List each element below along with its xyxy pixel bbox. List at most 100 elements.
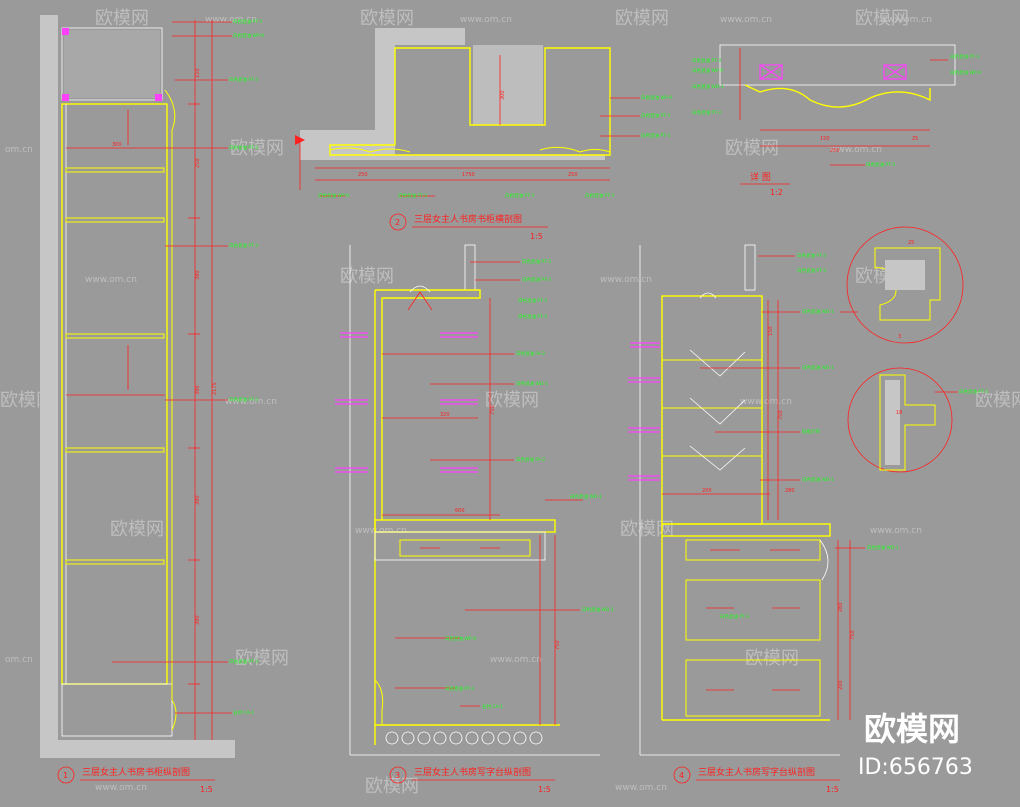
drawing-title: 三层女主人书房写字台纵剖图 — [698, 766, 815, 778]
block-hatch — [883, 64, 907, 80]
note-label: 白色混油 PT-3 — [866, 161, 895, 168]
light-ray — [407, 291, 421, 311]
watermark-site: www.om.cn — [205, 15, 257, 25]
drawing-title: 三层女主人书房写字台纵剖图 — [414, 766, 531, 778]
drawer-front — [685, 659, 821, 717]
drawing-title: 三层女主人书房书柜纵剖图 — [82, 766, 190, 778]
side-moulding — [164, 89, 177, 731]
drawing-number-circle — [57, 766, 75, 784]
shelf-markers — [335, 332, 478, 473]
block-hatch — [759, 64, 783, 80]
note-label: 白色混油 WP-9 — [318, 192, 349, 199]
watermark-site: www.om.cn — [460, 15, 512, 25]
shelf — [65, 333, 165, 339]
note-label: 白色混油 PT-3 — [585, 192, 614, 199]
note-label: 白色混油 PT-3 — [522, 258, 551, 265]
moulding-profile — [874, 247, 941, 321]
note-label: 石材 CA-1 — [233, 709, 254, 716]
watermark-brand: 欧模网 — [365, 776, 419, 797]
upper-shelf-unit — [661, 295, 763, 525]
pebble-floor — [385, 731, 543, 745]
light-fixture — [699, 292, 717, 299]
dim-label: 300 — [500, 90, 506, 100]
watermark-site: www.om.cn — [720, 15, 772, 25]
note-label: 石材 CA-1 — [482, 703, 503, 710]
dim-label: 600 — [455, 508, 465, 514]
shelf-markers — [628, 342, 660, 481]
drawing-3-desk-vertical-section: 750 750 320 600 白色混油 PT-3 白色混油 PT-3 白色混油… — [335, 244, 614, 794]
note-label: 白色混油 WD-1 — [570, 493, 602, 500]
watermark-site: om.cn — [5, 655, 33, 665]
drawing-1-bookcase-vertical-section: 150 250 390 390 2175 390 390 300 白色混油 PT… — [40, 15, 264, 794]
drawing-title-3: 3 三层女主人书房写字台纵剖图 1:5 — [389, 766, 555, 794]
book-outline — [689, 445, 746, 471]
watermark-brand: 欧模网 — [975, 390, 1020, 411]
note-label: 白色混油 WP-9 — [233, 32, 264, 39]
drawing-number: 2 — [395, 218, 400, 227]
pebble — [465, 731, 479, 745]
circle-detail-lower: 18 白色混油 PT-3 — [847, 367, 988, 473]
detail-circle — [847, 367, 953, 473]
wood-block — [759, 64, 783, 80]
drawer-front — [399, 539, 531, 557]
note-label: 白色混油 PT-3 — [229, 144, 258, 151]
watermark-site: www.om.cn — [830, 145, 882, 155]
detail-circle — [846, 226, 964, 344]
dim-label: 2175 — [212, 382, 218, 395]
annotation-notes-3: 白色混油 PT-3 白色混油 PT-3 白色混油 PT-3 白色混油 PT-3 … — [382, 258, 614, 710]
dim-label: 250 — [568, 172, 578, 178]
watermark-site: www.om.cn — [225, 397, 277, 407]
note-label: 白色混油 PT-3 — [959, 388, 988, 395]
note-label: 白色混油 WD-1 — [802, 476, 834, 483]
watermark-site: www.om.cn — [615, 783, 667, 793]
watermark-site: om.cn — [5, 145, 33, 155]
dim-label: 18 — [896, 410, 902, 416]
watermark-brand: 欧模网 — [615, 8, 669, 29]
id-badge-brand: 欧模网 — [864, 710, 960, 748]
detail-scale: 1:2 — [770, 188, 783, 197]
column — [473, 45, 543, 125]
shelf — [65, 167, 165, 173]
drawing-number: 4 — [679, 771, 684, 780]
drawing-scale: 1:5 — [530, 232, 543, 241]
wall-section — [40, 15, 235, 758]
watermark-site: www.om.cn — [490, 655, 542, 665]
note-label: 白色混油 PT-3 — [641, 132, 670, 139]
upper-cabinet-outline — [375, 289, 481, 520]
dimension-chain-right: 150 250 390 390 2175 390 390 — [188, 20, 218, 740]
dim-label: 200 — [838, 680, 844, 690]
watermark-site: www.om.cn — [870, 526, 922, 536]
dim-label: 150 — [768, 326, 774, 336]
dim-label: 750 — [490, 405, 496, 415]
watermark-site: www.om.cn — [600, 275, 652, 285]
corner-block — [62, 94, 69, 101]
dim-label: 280 — [785, 488, 795, 494]
note-label: 白色混油 WD-1 — [867, 544, 899, 551]
moulding-profile — [329, 147, 411, 153]
note-label: 白色混油 WD-1 — [802, 308, 834, 315]
dim-label: 750 — [850, 630, 856, 640]
wood-block — [883, 64, 907, 80]
note-label: 白色混油 WP-9 — [445, 635, 476, 642]
pebble — [385, 731, 399, 745]
corner-block — [155, 94, 162, 101]
note-label: 白色混油 PT-3 — [518, 297, 547, 304]
moulding-fill — [885, 260, 925, 290]
base-moulding — [374, 679, 384, 725]
shelf — [65, 447, 165, 453]
shelf-group — [65, 167, 165, 565]
note-label: 白色混油 PT-3 — [229, 242, 258, 249]
note-label: 白色混油 PT-3 — [445, 685, 474, 692]
drawer-box — [374, 531, 546, 561]
watermark-brand: 欧模网 — [745, 648, 799, 669]
note-label: 白色混油 PT-3 — [522, 276, 551, 283]
pebble — [481, 731, 495, 745]
drawing-number-circle — [389, 213, 407, 231]
note-label: 层板灯带 — [802, 428, 820, 435]
note-label: 白色混油 PT-3 — [641, 112, 670, 119]
circle-detail-upper: 25 3 — [840, 226, 964, 344]
moulding-profile — [539, 146, 611, 153]
note-label: 白色混油 WD-1 — [692, 83, 724, 90]
pebble — [417, 731, 431, 745]
annotation-notes-1: 白色混油 PT-3 白色混油 WP-9 白色混油 PT-3 白色混油 PT-3 … — [112, 18, 264, 716]
